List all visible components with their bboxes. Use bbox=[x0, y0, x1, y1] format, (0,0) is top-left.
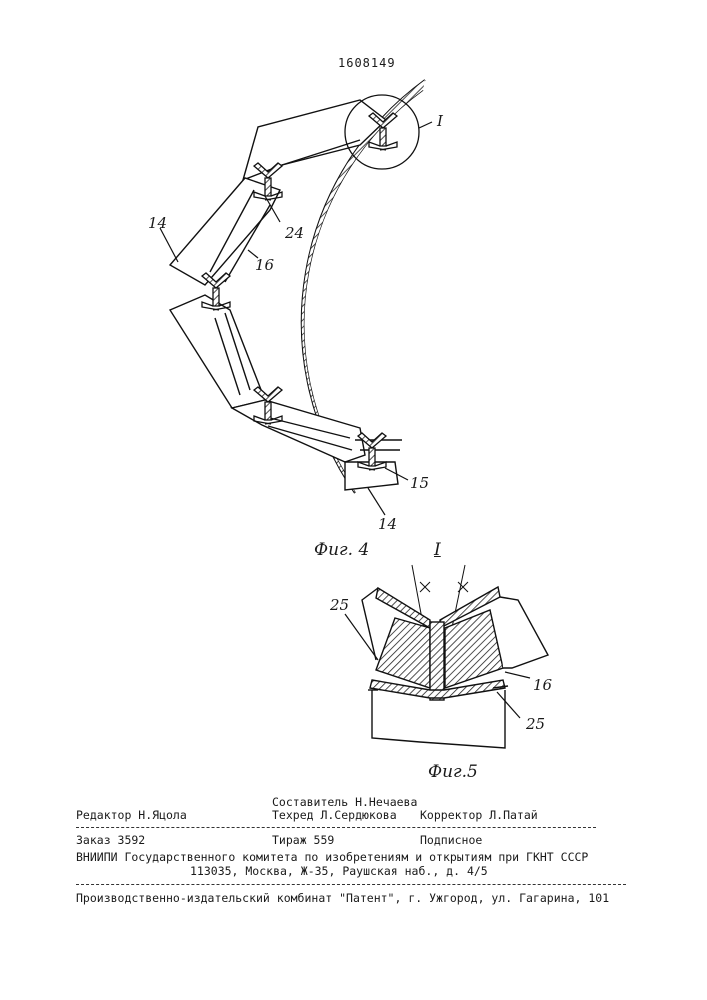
footer-compiler: Составитель Н.Нечаева bbox=[272, 795, 417, 809]
fig5-caption: Фиг.5 bbox=[428, 762, 478, 782]
fig5-web bbox=[430, 622, 444, 700]
footer-techred: Техред Л.Сердюкова bbox=[272, 808, 397, 822]
footer-circulation: Тираж 559 bbox=[272, 833, 334, 847]
footer-org: ВНИИПИ Государственного комитета по изоб… bbox=[76, 850, 588, 864]
fig4-label-I: I bbox=[437, 112, 443, 130]
fig4-label-16: 16 bbox=[255, 256, 274, 274]
fig5-left-packing bbox=[376, 618, 430, 688]
footer-subscription: Подписное bbox=[420, 833, 482, 847]
fig5-drawing bbox=[345, 565, 548, 748]
footer-address: 113035, Москва, Ж-35, Раушская наб., д. … bbox=[190, 864, 488, 878]
fig5-label-25-left: 25 bbox=[330, 596, 349, 614]
fig4-panel-4 bbox=[232, 400, 365, 462]
fig5-label-I: I bbox=[434, 540, 441, 560]
fig4-label-14-bottom: 14 bbox=[378, 515, 397, 533]
footer-editor: Редактор Н.Яцола bbox=[76, 808, 187, 822]
fig5-panel-16 bbox=[500, 597, 548, 668]
fig4-label-15: 15 bbox=[410, 474, 429, 492]
fig4-label-24: 24 bbox=[285, 224, 304, 242]
footer-corrector: Корректор Л.Патай bbox=[420, 808, 538, 822]
fig4-label-14-top: 14 bbox=[148, 214, 167, 232]
footer-order: Заказ 3592 bbox=[76, 833, 145, 847]
fig5-label-16: 16 bbox=[533, 676, 552, 694]
footer-rule-1 bbox=[76, 827, 596, 828]
footer-publisher: Производственно-издательский комбинат "П… bbox=[76, 891, 609, 905]
fig4-caption: Фиг. 4 bbox=[314, 540, 369, 560]
footer-rule-2 bbox=[76, 884, 626, 885]
fig4-panel-3 bbox=[170, 295, 265, 408]
fig5-label-25-bottom: 25 bbox=[526, 715, 545, 733]
fig4-drawing bbox=[160, 80, 432, 515]
